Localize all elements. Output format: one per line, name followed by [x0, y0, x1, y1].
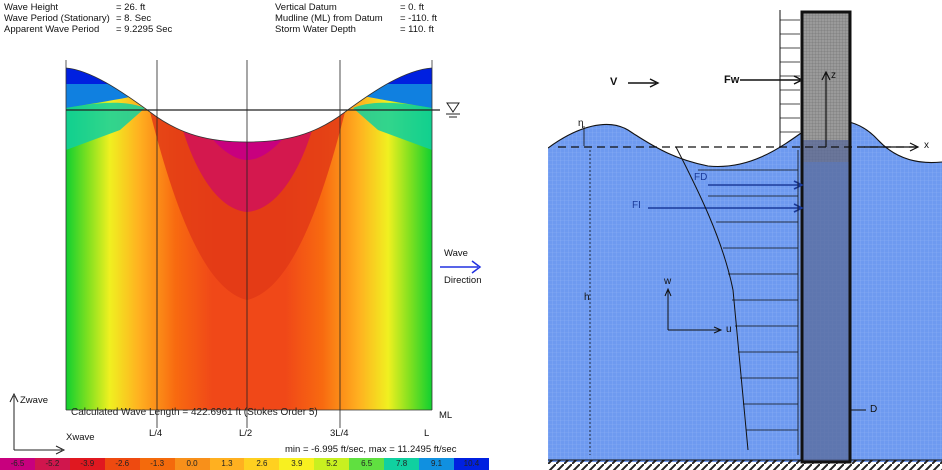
wave-contour-panel: Wave Height = 26. ft Wave Period (Statio…	[0, 0, 489, 470]
legend-cell: 5.2	[314, 458, 350, 470]
legend-cell: -1.3	[139, 458, 175, 470]
mudline-label: Mudline (ML) from Datum	[275, 13, 383, 24]
wave-period-label: Wave Period (Stationary)	[4, 13, 110, 24]
legend-cell: 6.5	[349, 458, 385, 470]
mudline-marker-label: ML	[439, 410, 453, 421]
w-velocity-label: w	[664, 276, 672, 287]
u-velocity-label: u	[726, 324, 732, 335]
wave-direction-label: Wave	[444, 248, 468, 259]
storm-depth-value: = 110. ft	[400, 24, 434, 35]
apparent-period-value: = 9.2295 Sec	[116, 24, 173, 35]
apparent-period-label: Apparent Wave Period	[4, 24, 100, 35]
tick-full: L	[424, 428, 430, 439]
wave-height-value: = 26. ft	[116, 2, 146, 13]
mudline-value: = -110. ft	[400, 13, 438, 24]
eta-label: η	[578, 118, 584, 129]
legend-cell: -2.6	[104, 458, 140, 470]
inertia-force-label: FI	[632, 200, 641, 211]
legend-cell: 2.6	[244, 458, 280, 470]
diameter-d-label: D	[870, 404, 878, 415]
xwave-axis-label: Xwave	[66, 432, 95, 443]
legend-cell: 10.4	[453, 458, 489, 470]
wave-period-value: = 8. Sec	[116, 13, 152, 24]
x-axis-label: x	[924, 140, 929, 151]
wave-direction-label-2: Direction	[444, 275, 482, 286]
legend-cell: 9.1	[419, 458, 454, 470]
z-axis-label: z	[831, 70, 836, 81]
wave-height-label: Wave Height	[4, 2, 59, 13]
wave-length-text: Calculated Wave Length = 422.6961 ft (St…	[71, 407, 318, 418]
vertical-datum-label: Vertical Datum	[275, 2, 337, 13]
storm-depth-label: Storm Water Depth	[275, 24, 356, 35]
min-max-text: min = -6.995 ft/sec, max = 11.2495 ft/se…	[285, 444, 457, 455]
pile-force-diagram: V Fw z x FD FI w u h D η	[548, 0, 942, 470]
velocity-contour-plot	[9, 60, 482, 455]
tick-three-quarter: 3L/4	[330, 428, 349, 439]
legend-cell: -3.9	[69, 458, 105, 470]
legend-cell: -6.5	[0, 458, 35, 470]
legend-cell: 7.8	[384, 458, 420, 470]
zwave-axis-label: Zwave	[20, 395, 48, 406]
legend-cell: -5.2	[34, 458, 70, 470]
wind-force-label: Fw	[724, 74, 740, 86]
tick-half: L/2	[239, 428, 253, 439]
tick-quarter: L/4	[149, 428, 163, 439]
pile-wave-schematic	[548, 10, 942, 470]
legend-cell: 1.3	[209, 458, 245, 470]
velocity-v-label: V	[610, 76, 618, 88]
legend-cell: 3.9	[279, 458, 315, 470]
vertical-datum-value: = 0. ft	[400, 2, 425, 13]
depth-h-label: h	[584, 292, 590, 303]
drag-force-label: FD	[694, 172, 708, 183]
legend-cell: 0.0	[174, 458, 210, 470]
